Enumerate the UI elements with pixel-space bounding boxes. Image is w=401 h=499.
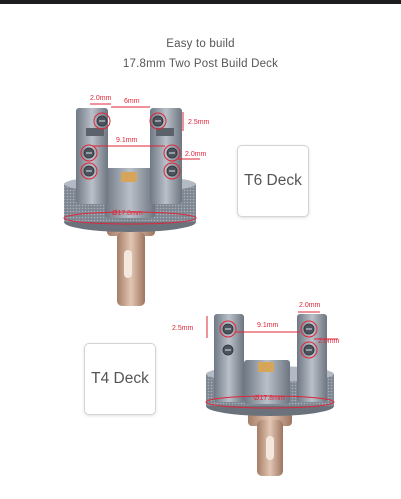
t4-base-dim-ring xyxy=(205,395,335,409)
t6-hole-marker xyxy=(163,162,181,180)
t6-base-dim-ring xyxy=(63,211,197,225)
t4-deck-label: T4 Deck xyxy=(91,370,149,387)
t4-hole-marker xyxy=(300,341,318,359)
t4-stem-slot xyxy=(266,436,274,460)
t6-hole-marker xyxy=(163,144,181,162)
headline: Easy to build xyxy=(166,38,235,50)
t4-left-post xyxy=(214,314,244,402)
t4-dim-span: 9.1mm xyxy=(257,322,279,329)
t6-hole-marker xyxy=(80,162,98,180)
t6-dim-hole: 2.0mm xyxy=(90,95,112,102)
t4-dim-base: Ø17.8mm xyxy=(254,395,285,402)
t4-center-screw xyxy=(258,362,274,372)
t4-hole-marker xyxy=(219,320,237,338)
t6-center-screw xyxy=(121,172,137,182)
t6-deck-badge: T6 Deck xyxy=(237,145,309,217)
t4-dim-hole-right: 2.0mm xyxy=(318,338,340,345)
t6-dim-base: Ø17.8mm xyxy=(112,210,143,217)
t6-hole-marker xyxy=(93,112,111,130)
t6-dim-gap: 6mm xyxy=(124,98,140,105)
t6-stem-slot xyxy=(124,250,132,278)
t6-deck-label: T6 Deck xyxy=(244,172,302,189)
t6-hole-marker xyxy=(149,112,167,130)
t6-dim-span: 9.1mm xyxy=(116,137,138,144)
t4-hole-marker xyxy=(300,320,318,338)
t4-deck-badge: T4 Deck xyxy=(84,343,156,415)
t4-center-post xyxy=(244,360,290,404)
t6-dim-height: 2.5mm xyxy=(188,119,210,126)
subheadline: 17.8mm Two Post Build Deck xyxy=(122,58,279,70)
t4-dim-height: 2.5mm xyxy=(172,325,194,332)
t6-dim-hole-right: 2.0mm xyxy=(185,151,207,158)
t4-dim-hole-top: 2.0mm xyxy=(299,302,321,309)
top-bar xyxy=(0,0,401,4)
t6-center-post xyxy=(105,168,155,218)
t6-hole-marker xyxy=(80,144,98,162)
